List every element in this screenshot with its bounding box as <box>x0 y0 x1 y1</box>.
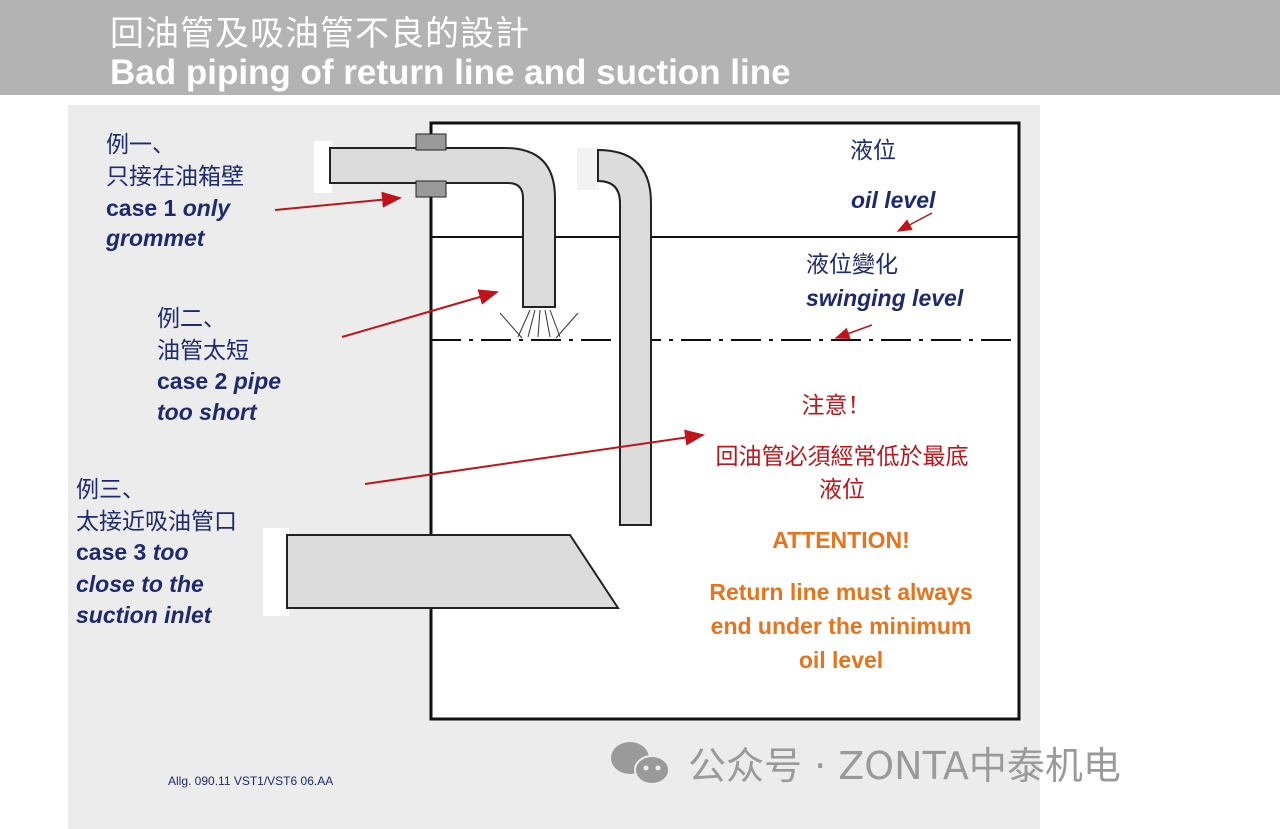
attention-en-3: oil level <box>799 647 883 673</box>
oil-level-zh: 液位 <box>850 138 896 164</box>
attention-zh-2: 液位 <box>819 477 865 503</box>
arrow-case2 <box>341 289 499 338</box>
case2-en-1: case 2 pipe <box>157 368 281 394</box>
oil-level-en: oil level <box>851 187 936 213</box>
case3-en-3: suction inlet <box>76 602 213 628</box>
case3-en-1: case 3 too <box>76 539 189 565</box>
case3-zh-2: 太接近吸油管口 <box>76 509 237 535</box>
arrow-swing-level <box>834 324 873 340</box>
title-bar: 回油管及吸油管不良的設計 Bad piping of return line a… <box>0 0 1280 95</box>
attention-zh-title: 注意！ <box>802 393 871 419</box>
attention-en-2: end under the minimum <box>711 613 972 639</box>
swing-level-en: swinging level <box>806 285 964 311</box>
case1-zh-1: 例一、 <box>106 132 175 158</box>
case3-zh-1: 例三、 <box>76 477 145 503</box>
case1-en-1: case 1 only <box>106 195 231 221</box>
title-chinese: 回油管及吸油管不良的設計 <box>110 14 530 54</box>
document-reference: Allg. 090.11 VST1/VST6 06.AA <box>168 774 334 788</box>
case1-zh-2: 只接在油箱壁 <box>106 164 244 190</box>
return-pipe-case2 <box>577 148 652 526</box>
case2-zh-1: 例二、 <box>157 306 226 332</box>
attention-en-1: Return line must always <box>709 579 972 605</box>
wechat-icon <box>611 742 670 785</box>
grommet-nut-bottom <box>415 180 447 198</box>
watermark: 公众号 · ZONTA中泰机电 <box>688 744 1121 788</box>
arrow-oil-level <box>896 212 933 232</box>
title-english: Bad piping of return line and suction li… <box>110 53 791 92</box>
case1-en-2: grommet <box>105 225 206 251</box>
attention-zh-1: 回油管必須經常低於最底 <box>716 444 969 470</box>
attention-en-title: ATTENTION! <box>772 527 910 553</box>
case2-zh-2: 油管太短 <box>157 338 249 364</box>
grommet-nut-top <box>415 133 447 151</box>
case3-en-2: close to the <box>76 571 204 597</box>
return-pipe-case1 <box>314 133 579 339</box>
swing-level-zh: 液位變化 <box>806 252 898 278</box>
arrow-case1 <box>274 191 402 211</box>
case2-en-2: too short <box>157 399 258 425</box>
oil-spray <box>499 309 579 339</box>
arrow-case3 <box>364 429 705 485</box>
suction-pipe <box>263 528 620 616</box>
